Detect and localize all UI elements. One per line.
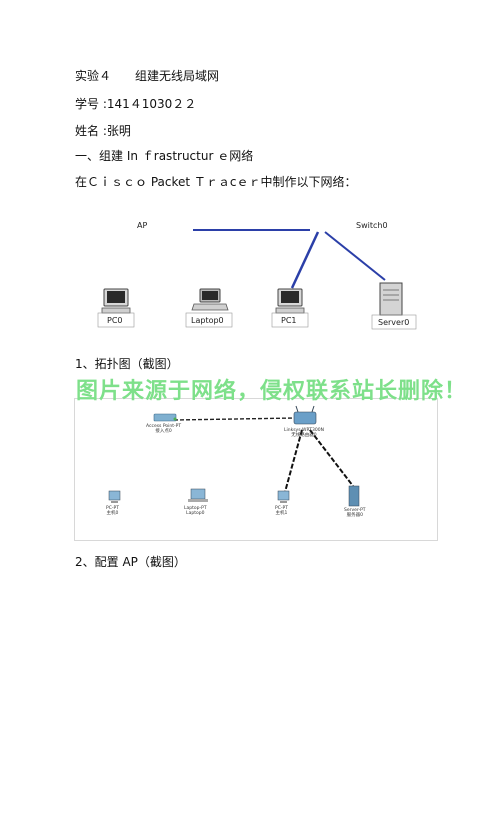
laptop-type-label: Laptop-PT Laptop0: [184, 506, 207, 516]
instruction-text: 在Ｃｉｓｃｏ Packet Ｔｒａcｅｒ中制作以下网络：: [75, 175, 357, 189]
laptop0-icon: [191, 288, 229, 311]
laptop0-label: Laptop0: [191, 316, 224, 325]
student-id: 学号 :141４1030２２: [75, 97, 197, 111]
section-heading: 一、组建 In ｆrastructur ｅ网络: [75, 149, 254, 163]
server-pt-icon: [348, 485, 360, 507]
server-type-label: Server-PT 服务器0: [344, 508, 366, 518]
pc0-type-label: PC-PT 主机0: [106, 506, 119, 516]
pc0-label: PC0: [107, 316, 123, 325]
pc1-type-label: PC-PT 主机1: [275, 506, 288, 516]
ap-label: AP: [137, 221, 148, 230]
pc0-icon: [101, 288, 131, 314]
item1-heading: 1、拓扑图（截图）: [75, 357, 179, 371]
laptop-pt-icon: [188, 488, 208, 502]
student-name: 姓名 :张明: [75, 124, 131, 138]
ap-type-label: Access Point-PT 接入点0: [146, 424, 182, 434]
doc-title: 实验４ 组建无线局域网: [75, 69, 220, 83]
switch0-label: Switch0: [356, 221, 388, 230]
link-router-server: [309, 429, 354, 487]
watermark-text: 图片来源于网络，侵权联系站长删除！: [76, 379, 468, 404]
pc1-icon: [275, 288, 305, 314]
server0-label: Server0: [378, 318, 410, 327]
server0-icon: [379, 282, 403, 316]
wireless-router-icon: [293, 405, 317, 425]
item2-heading: 2、配置 AP（截图）: [75, 555, 186, 569]
network-diagram-1: [97, 229, 417, 330]
link-switch-pc1: [290, 231, 320, 289]
link-router-pc1: [284, 429, 303, 493]
topology-screenshot: [74, 398, 438, 541]
link-ap-router: [173, 417, 297, 421]
router-type-label: Linksys-WRT300N 无线路由器0: [284, 428, 324, 438]
pc-pt-1-icon: [277, 490, 290, 503]
pc-pt-0-icon: [108, 490, 121, 503]
pc1-label: PC1: [281, 316, 297, 325]
link-switch-server: [324, 231, 386, 281]
access-point-icon: [153, 413, 177, 422]
